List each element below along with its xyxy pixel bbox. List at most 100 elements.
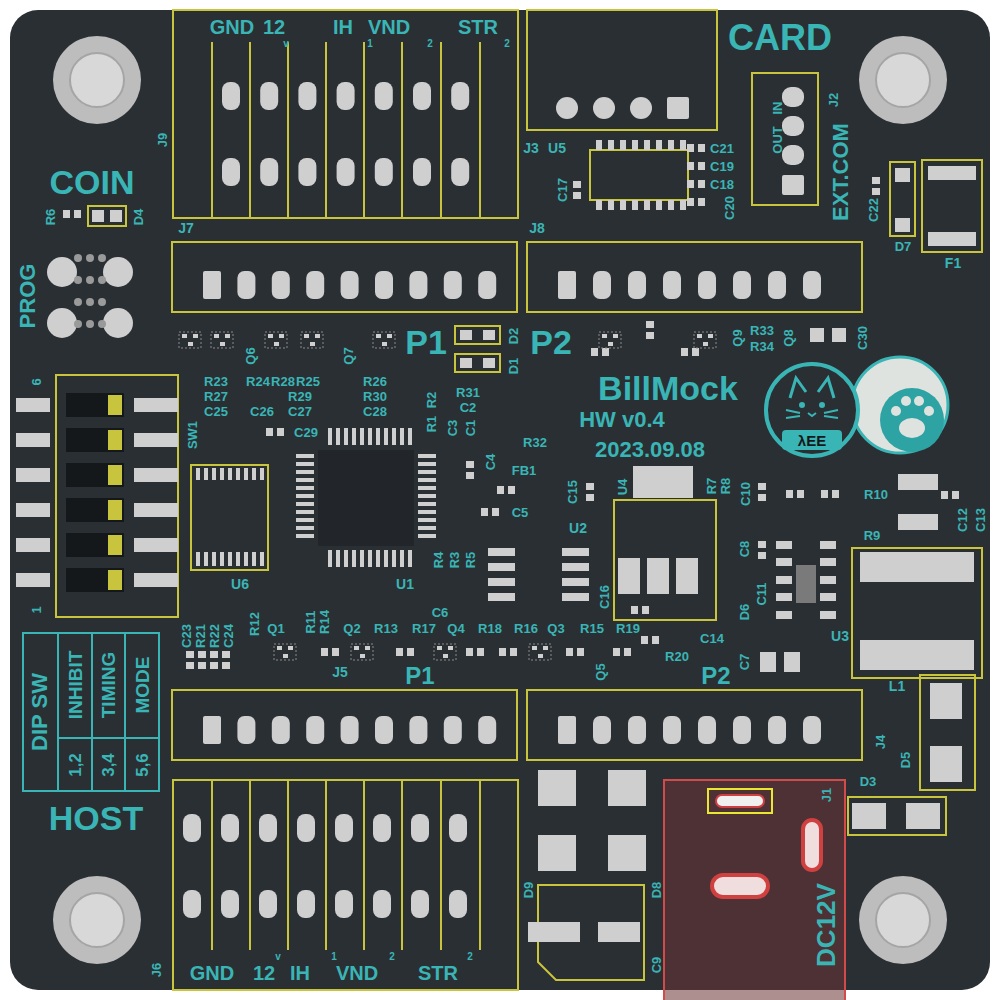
silkscreen-label: F1 [945, 256, 961, 270]
pad [598, 922, 640, 942]
header-pad [375, 271, 393, 299]
pad [182, 334, 187, 338]
pad [538, 654, 543, 658]
silkscreen-label: C21 [710, 142, 734, 155]
prog-dot [74, 254, 82, 262]
pad [492, 508, 499, 516]
silkscreen-label: C18 [710, 178, 734, 191]
terminal-pad [449, 890, 467, 918]
pad [656, 140, 662, 150]
pad [392, 428, 396, 445]
header-pad [782, 87, 804, 107]
component-outline [212, 780, 480, 950]
silkscreen-label: R3 [448, 552, 461, 569]
silkscreen-label: R19 [616, 622, 640, 635]
transistor-outline [211, 332, 233, 348]
pad [222, 662, 230, 669]
pad [566, 648, 573, 656]
pad [277, 428, 284, 436]
pad [408, 428, 412, 445]
pad [860, 640, 974, 670]
logo [766, 357, 948, 456]
pad [315, 334, 320, 338]
silkscreen-label: C12 [956, 508, 969, 532]
silkscreen-label: C17 [556, 178, 569, 202]
pad [16, 433, 50, 447]
prog-dot [74, 298, 82, 306]
pad [608, 342, 613, 346]
terminal-pad [297, 890, 315, 918]
logo [786, 410, 838, 418]
pad [860, 552, 974, 582]
silkscreen-label: U2 [569, 521, 587, 535]
silkscreen-label: J2 [827, 93, 840, 107]
header-pad [444, 271, 462, 299]
terminal-pad [298, 82, 316, 110]
pad [676, 558, 698, 594]
header-pad [409, 716, 427, 744]
component-outline [527, 690, 862, 760]
header-pad [306, 271, 324, 299]
silkscreen-label: R23 [204, 375, 228, 388]
pad [466, 461, 474, 468]
silkscreen-label: C22 [867, 198, 880, 222]
pad [400, 428, 404, 445]
terminal-pad [221, 890, 239, 918]
header-pad [558, 271, 576, 299]
pad [110, 210, 122, 222]
pad [895, 218, 910, 232]
silkscreen-label: 1 [30, 606, 43, 613]
pad [508, 486, 515, 494]
silkscreen-label: R7 [705, 478, 718, 495]
silkscreen-label: R20 [665, 650, 689, 663]
pad [296, 486, 314, 490]
header-pad [409, 271, 427, 299]
pad [758, 541, 766, 548]
logo [766, 364, 858, 456]
pad [591, 348, 598, 356]
silkscreen-label: U3 [831, 629, 849, 643]
pad [134, 468, 178, 482]
mounting-hole [70, 893, 124, 947]
pad [296, 534, 314, 538]
silkscreen-label: HW v0.4 [579, 409, 665, 431]
component-outline [56, 375, 178, 617]
header-pad [782, 145, 804, 165]
silkscreen-label: Q4 [447, 622, 464, 635]
terminal-pad [413, 82, 431, 110]
pad [360, 550, 364, 567]
transistor-outline [434, 644, 456, 660]
pad [418, 470, 436, 474]
silkscreen-label: R11 [304, 610, 317, 633]
component-outline [88, 206, 126, 226]
silkscreen-label: C20 [723, 196, 736, 220]
pad [196, 468, 200, 480]
pad [210, 651, 218, 658]
pad [448, 646, 453, 650]
pad [930, 683, 962, 719]
pad [538, 770, 576, 806]
silkscreen-label: FB1 [512, 464, 537, 477]
pad [758, 483, 766, 490]
pad [642, 606, 649, 614]
pad [384, 428, 388, 445]
component-outline [173, 10, 518, 218]
pad [692, 348, 699, 356]
switch-lever [108, 395, 122, 415]
pad [698, 180, 705, 188]
header-pad [667, 97, 689, 119]
silkscreen-label: C10 [739, 482, 752, 506]
switch-slot [66, 568, 124, 592]
pad [820, 541, 836, 549]
pad [236, 552, 240, 566]
pad [418, 494, 436, 498]
pad [352, 550, 356, 567]
pad [562, 563, 589, 571]
header-pad [272, 271, 290, 299]
pad [304, 334, 309, 338]
pad [188, 342, 193, 346]
pad [212, 552, 216, 566]
pad [586, 494, 594, 501]
header-pad [782, 116, 804, 136]
